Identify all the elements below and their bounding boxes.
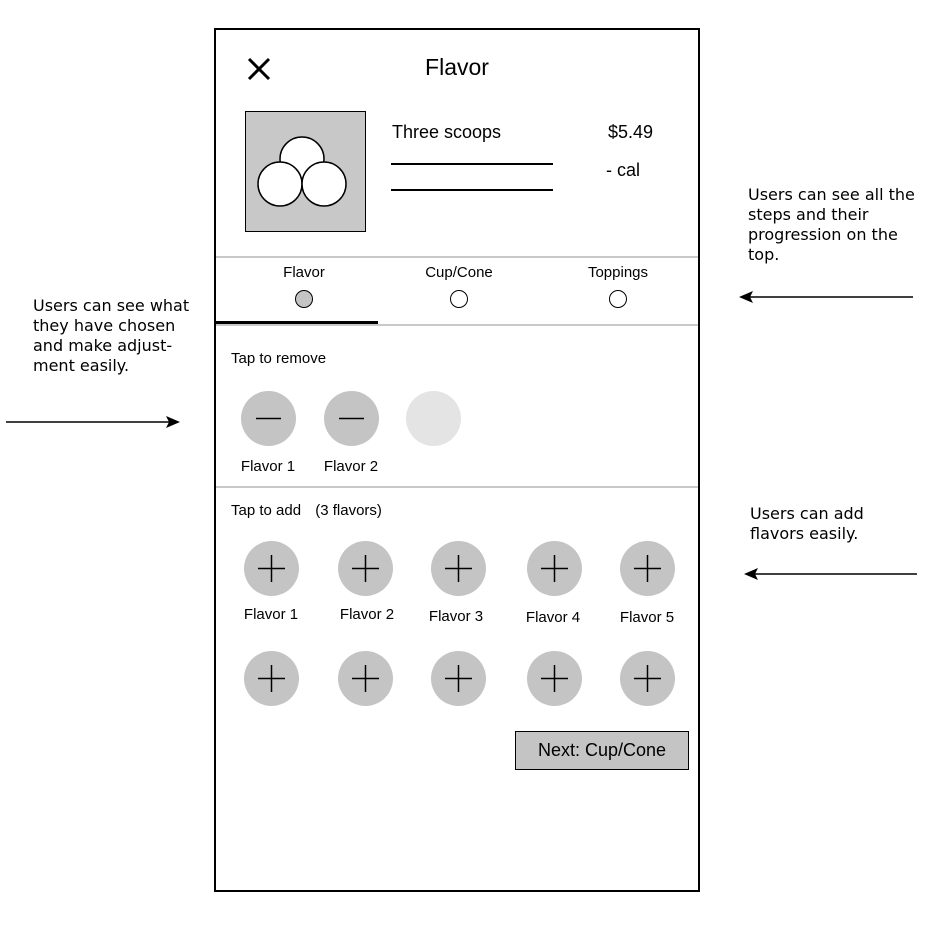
annotation-line: progression on the: [748, 225, 898, 244]
product-calories: - cal: [606, 160, 641, 180]
annotation-line: and make adjust-: [33, 336, 173, 355]
plus-icon: [634, 665, 661, 692]
plus-icon: [541, 555, 568, 582]
annotation-line: ment easily.: [33, 356, 130, 375]
divider: [216, 486, 698, 488]
product-price: $5.49: [608, 122, 654, 142]
add-flavor-label: Flavor 1: [243, 606, 299, 623]
add-flavor-4-button[interactable]: [527, 541, 582, 596]
add-flavor-10-button[interactable]: [620, 651, 675, 706]
plus-icon: [352, 665, 379, 692]
annotation-line: Users can see all the: [748, 185, 915, 204]
divider: [391, 189, 553, 191]
annotation-line: Users can add: [750, 504, 864, 523]
active-tab-indicator: [216, 321, 378, 325]
empty-flavor-slot: [406, 391, 461, 446]
selected-flavor-label: Flavor 1: [240, 458, 296, 475]
close-icon: [247, 57, 271, 81]
three-scoops-icon: [257, 136, 347, 207]
product-image: [245, 111, 366, 232]
add-flavor-5-button[interactable]: [620, 541, 675, 596]
annotation-right-bottom: Users can add flavors easily.: [750, 504, 864, 544]
add-flavor-7-button[interactable]: [338, 651, 393, 706]
close-button[interactable]: [244, 54, 274, 84]
tab-label: Flavor: [283, 264, 325, 281]
add-flavor-2-button[interactable]: [338, 541, 393, 596]
plus-icon: [445, 665, 472, 692]
add-flavor-8-button[interactable]: [431, 651, 486, 706]
add-flavor-label: Flavor 4: [525, 609, 581, 626]
remove-flavor-2-button[interactable]: [324, 391, 379, 446]
remove-flavor-1-button[interactable]: [241, 391, 296, 446]
annotation-line: flavors easily.: [750, 524, 859, 543]
step-indicator-icon: [609, 290, 627, 308]
annotation-line: steps and their: [748, 205, 869, 224]
flavor-count-note: (3 flavors): [315, 502, 382, 519]
tab-label: Toppings: [587, 264, 649, 281]
tab-toppings[interactable]: Toppings: [538, 260, 698, 326]
minus-icon: [339, 417, 364, 420]
annotation-line: Users can see what: [33, 296, 190, 315]
page-title: Flavor: [425, 54, 489, 80]
divider: [391, 163, 553, 165]
tab-flavor[interactable]: Flavor: [224, 260, 384, 326]
add-flavor-1-button[interactable]: [244, 541, 299, 596]
annotation-line: top.: [748, 245, 780, 264]
phone-screen: Flavor Three scoops $5.49 - cal Flavor C…: [214, 28, 700, 892]
add-flavor-label: Flavor 3: [428, 608, 484, 625]
minus-icon: [256, 417, 281, 420]
product-name: Three scoops: [392, 122, 502, 142]
add-heading-text: Tap to add: [231, 502, 302, 519]
tab-cup-cone[interactable]: Cup/Cone: [379, 260, 539, 326]
add-flavor-9-button[interactable]: [527, 651, 582, 706]
arrow-left-icon: [744, 568, 917, 580]
next-button[interactable]: Next: Cup/Cone: [515, 731, 689, 770]
step-indicator-icon: [295, 290, 313, 308]
add-flavor-label: Flavor 2: [339, 606, 395, 623]
plus-icon: [541, 665, 568, 692]
arrow-left-icon: [739, 291, 913, 303]
annotation-right-top: Users can see all the steps and their pr…: [748, 185, 915, 265]
divider: [216, 324, 698, 326]
selected-flavor-label: Flavor 2: [323, 458, 379, 475]
add-flavor-3-button[interactable]: [431, 541, 486, 596]
remove-section-heading: Tap to remove: [231, 350, 327, 367]
add-flavor-6-button[interactable]: [244, 651, 299, 706]
plus-icon: [352, 555, 379, 582]
tab-label: Cup/Cone: [425, 264, 493, 281]
plus-icon: [634, 555, 661, 582]
divider: [216, 256, 698, 258]
add-flavor-label: Flavor 5: [619, 609, 675, 626]
annotation-left: Users can see what they have chosen and …: [33, 296, 189, 376]
plus-icon: [258, 665, 285, 692]
step-indicator-icon: [450, 290, 468, 308]
annotation-line: they have chosen: [33, 316, 176, 335]
arrow-right-icon: [6, 416, 180, 428]
plus-icon: [258, 555, 285, 582]
plus-icon: [445, 555, 472, 582]
add-section-heading: Tap to add (3 flavors): [231, 502, 382, 519]
